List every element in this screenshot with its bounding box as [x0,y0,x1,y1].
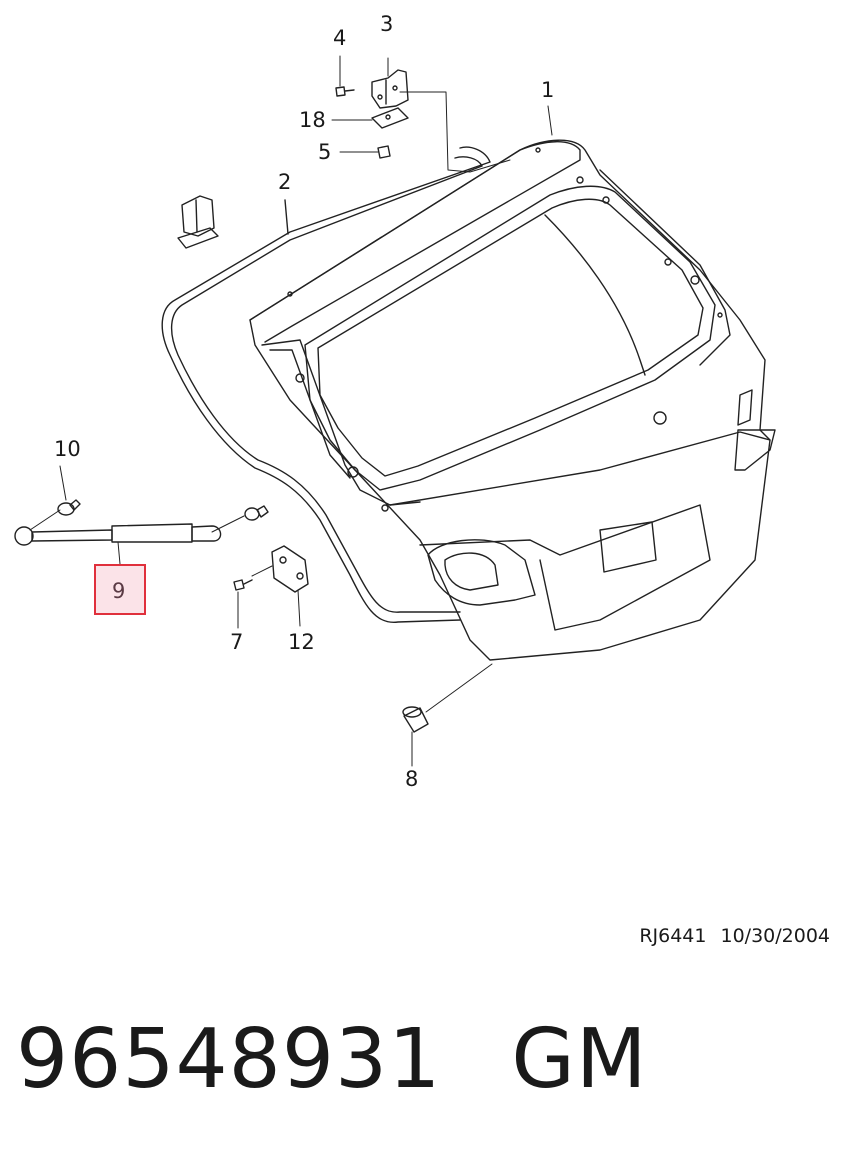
callout-9: 9 [112,579,125,603]
callout-2: 2 [278,170,291,194]
gas-strut [14,523,222,546]
leader-lines [29,55,553,767]
striker [271,545,309,593]
weatherstrip-seal [161,146,491,623]
ball-stud-lower [244,505,269,521]
part-caption: 96548931 GM [16,1012,648,1108]
callout-4: 4 [333,26,346,50]
callout-7: 7 [230,630,243,654]
callout-1: 1 [541,78,554,102]
hinge-right [371,69,409,109]
bolt-top [335,86,355,97]
drawing-date: 10/30/2004 [720,925,830,947]
hinge-left [177,195,219,249]
part-number: 96548931 [16,1012,442,1107]
bumper-stop [402,706,429,733]
callout-9-highlight[interactable]: 9 [94,564,146,615]
callout-8: 8 [405,767,418,791]
callout-10: 10 [54,437,81,461]
hinge-bracket [371,107,409,129]
drawing-code: RJ6441 [639,925,707,947]
nut [377,145,391,159]
callout-3: 3 [380,12,393,36]
bolt-striker [233,579,253,591]
callout-labels: 1 2 3 4 5 18 10 7 12 8 9 [54,12,554,791]
callout-5: 5 [318,140,331,164]
tailgate-body [249,139,776,661]
ball-stud-upper [57,499,81,516]
part-brand: GM [511,1012,648,1107]
callout-18: 18 [299,108,326,132]
drawing-reference: RJ6441 10/30/2004 [560,925,830,947]
callout-12: 12 [288,630,315,654]
